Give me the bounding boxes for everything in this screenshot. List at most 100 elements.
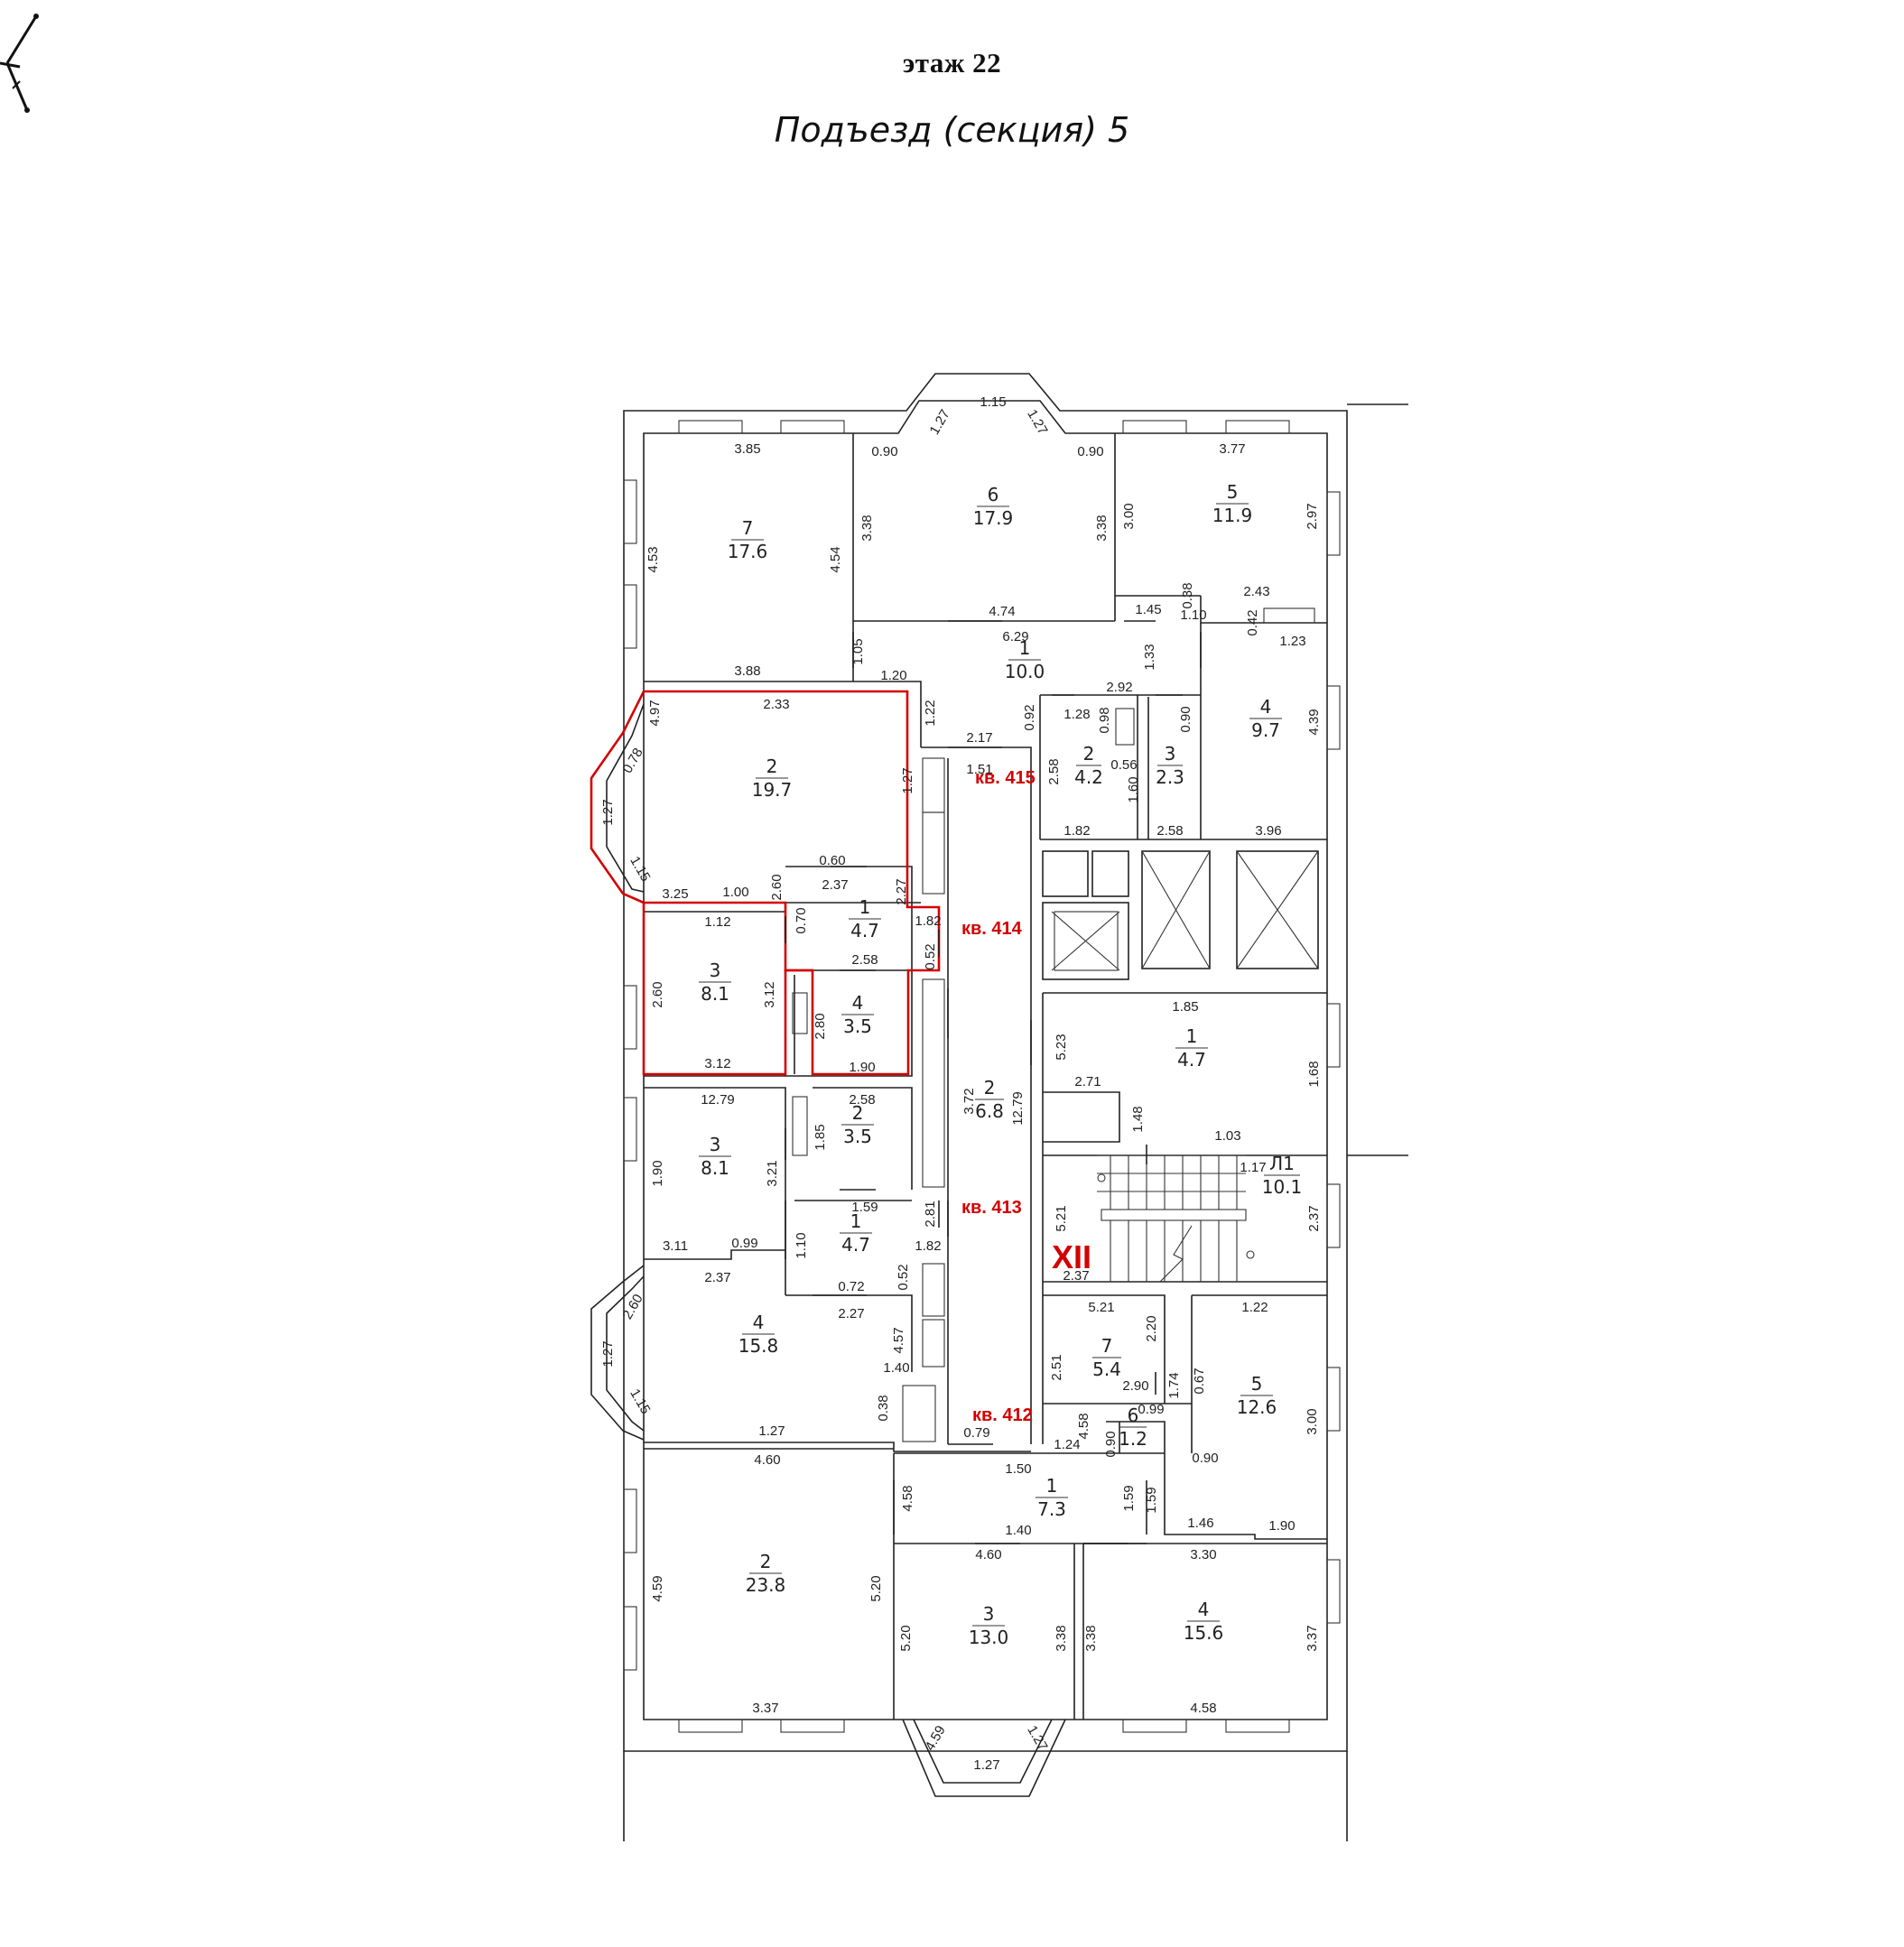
dimension-label: 0.92 [1022,704,1037,730]
svg-text:1.2: 1.2 [1119,1428,1147,1450]
dimension-label: 12.79 [1010,1091,1026,1126]
svg-text:2: 2 [760,1551,772,1572]
svg-text:5: 5 [1251,1373,1263,1395]
svg-text:4.2: 4.2 [1074,766,1103,788]
dimension-label: 3.37 [752,1701,778,1716]
dimension-label: 1.15 [627,854,653,885]
dimension-label: 1.00 [722,885,748,900]
dimension-label: 1.85 [813,1124,828,1150]
svg-text:4.7: 4.7 [841,1234,870,1256]
dimension-label: 5.20 [868,1575,884,1601]
dimension-label: 1.27 [900,767,915,793]
svg-text:Л1: Л1 [1269,1153,1295,1174]
dimension-label: 4.54 [828,546,843,572]
svg-text:8.1: 8.1 [701,983,729,1005]
dimension-label: 4.59 [650,1575,665,1601]
dimension-label: 0.90 [1103,1431,1119,1457]
dimension-label: 2.92 [1106,680,1132,695]
room-label: 717.6 [728,517,768,562]
room-label: 511.9 [1212,481,1253,526]
dimension-label: 3.12 [762,981,777,1007]
dimension-label: 3.77 [1219,441,1245,457]
dimension-label: 3.88 [734,663,760,679]
svg-text:17.9: 17.9 [973,507,1014,529]
dimension-label: 3.38 [1094,515,1110,541]
dimension-label: 1.50 [1005,1461,1031,1477]
dimension-label: 0.72 [838,1279,864,1294]
dimension-label: 1.27 [926,407,952,438]
svg-text:3: 3 [983,1603,995,1625]
dimension-label: 1.48 [1130,1106,1146,1132]
dimension-label: 1.15 [980,394,1006,410]
svg-text:2: 2 [852,1102,864,1124]
dimension-label: 1.46 [1187,1516,1213,1531]
room-label: 219.7 [752,756,793,801]
room-labels: 717.6 617.9 511.9 110.0 49.7 24.2 32.3 2… [699,481,1302,1648]
dimension-label: 2.80 [813,1013,828,1039]
dimension-label: 4.58 [900,1485,915,1511]
section-title: Подъезд (секция) 5 [774,110,1130,150]
dimension-label: 1.27 [758,1423,785,1439]
dimension-label: 2.97 [1305,503,1320,529]
room-label: 110.0 [1005,637,1045,682]
svg-text:4: 4 [852,992,864,1014]
dimension-label: 2.90 [1122,1378,1148,1394]
svg-text:1: 1 [1186,1025,1198,1047]
dimension-label: 2.37 [1306,1205,1322,1231]
dimension-label: 3.00 [1305,1408,1320,1434]
dimension-label: 1.40 [883,1360,909,1376]
svg-text:3: 3 [710,960,721,981]
dimension-label: 0.90 [1178,706,1193,732]
dimension-label: 1.27 [1024,1723,1050,1754]
dimension-label: 5.21 [1088,1300,1114,1315]
dimension-label: 4.59 [922,1723,948,1754]
dimension-label: 3.37 [1305,1625,1320,1651]
dimension-label: 2.58 [1156,823,1183,839]
dimension-label: 1.82 [1063,823,1090,839]
svg-text:4: 4 [1198,1599,1210,1620]
svg-text:5.4: 5.4 [1092,1358,1121,1380]
dimension-label: 1.17 [1240,1160,1266,1175]
dimension-label: 3.12 [704,1056,730,1071]
dimension-label: 0.90 [871,444,897,459]
room-label: 14.7 [840,1210,872,1256]
apartment-label: кв. 412 [972,1405,1033,1425]
dimension-label: 1.68 [1306,1061,1322,1087]
dimension-label: 1.22 [1241,1300,1268,1315]
room-label: 32.3 [1156,743,1184,788]
room-label: 38.1 [699,1134,731,1179]
dimension-label: 5.20 [898,1625,914,1651]
dimension-label: 1.10 [1180,607,1206,623]
dimension-label: 3.11 [663,1238,688,1254]
dimension-label: 1.27 [600,1340,616,1367]
door-marks [785,620,1202,1544]
svg-text:4: 4 [1260,696,1272,718]
stair-label: XII [1052,1238,1091,1275]
dimension-label: 1.90 [650,1160,665,1186]
room-label: 23.5 [841,1102,874,1147]
dimension-label: 2.37 [822,877,848,893]
dimension-label: 1.59 [851,1200,878,1215]
dimension-label: 2.27 [894,878,909,904]
svg-text:19.7: 19.7 [752,779,793,801]
dimension-label: 2.27 [838,1306,864,1321]
dimension-label: 2.20 [1144,1315,1159,1341]
svg-text:2: 2 [1083,743,1095,765]
room-label: 512.6 [1237,1373,1277,1418]
svg-text:4.7: 4.7 [850,920,879,941]
svg-text:1: 1 [850,1210,862,1232]
room-label: 38.1 [699,960,731,1005]
svg-text:17.6: 17.6 [728,541,768,562]
dimension-label: 3.25 [662,886,688,902]
dimension-label: 1.59 [1144,1487,1159,1513]
dimension-label: 2.58 [849,1092,875,1108]
svg-text:2: 2 [984,1077,996,1099]
dimension-label: 0.52 [923,943,938,969]
dimension-label: 1.10 [794,1232,809,1258]
dimension-label: 0.67 [1192,1368,1207,1394]
dimension-label: 2.37 [1063,1268,1089,1284]
dimension-label: 1.22 [923,700,938,726]
dimension-label: 1.03 [1214,1128,1240,1144]
dimension-label: 0.70 [794,907,809,933]
dimension-label: 1.27 [600,799,616,825]
